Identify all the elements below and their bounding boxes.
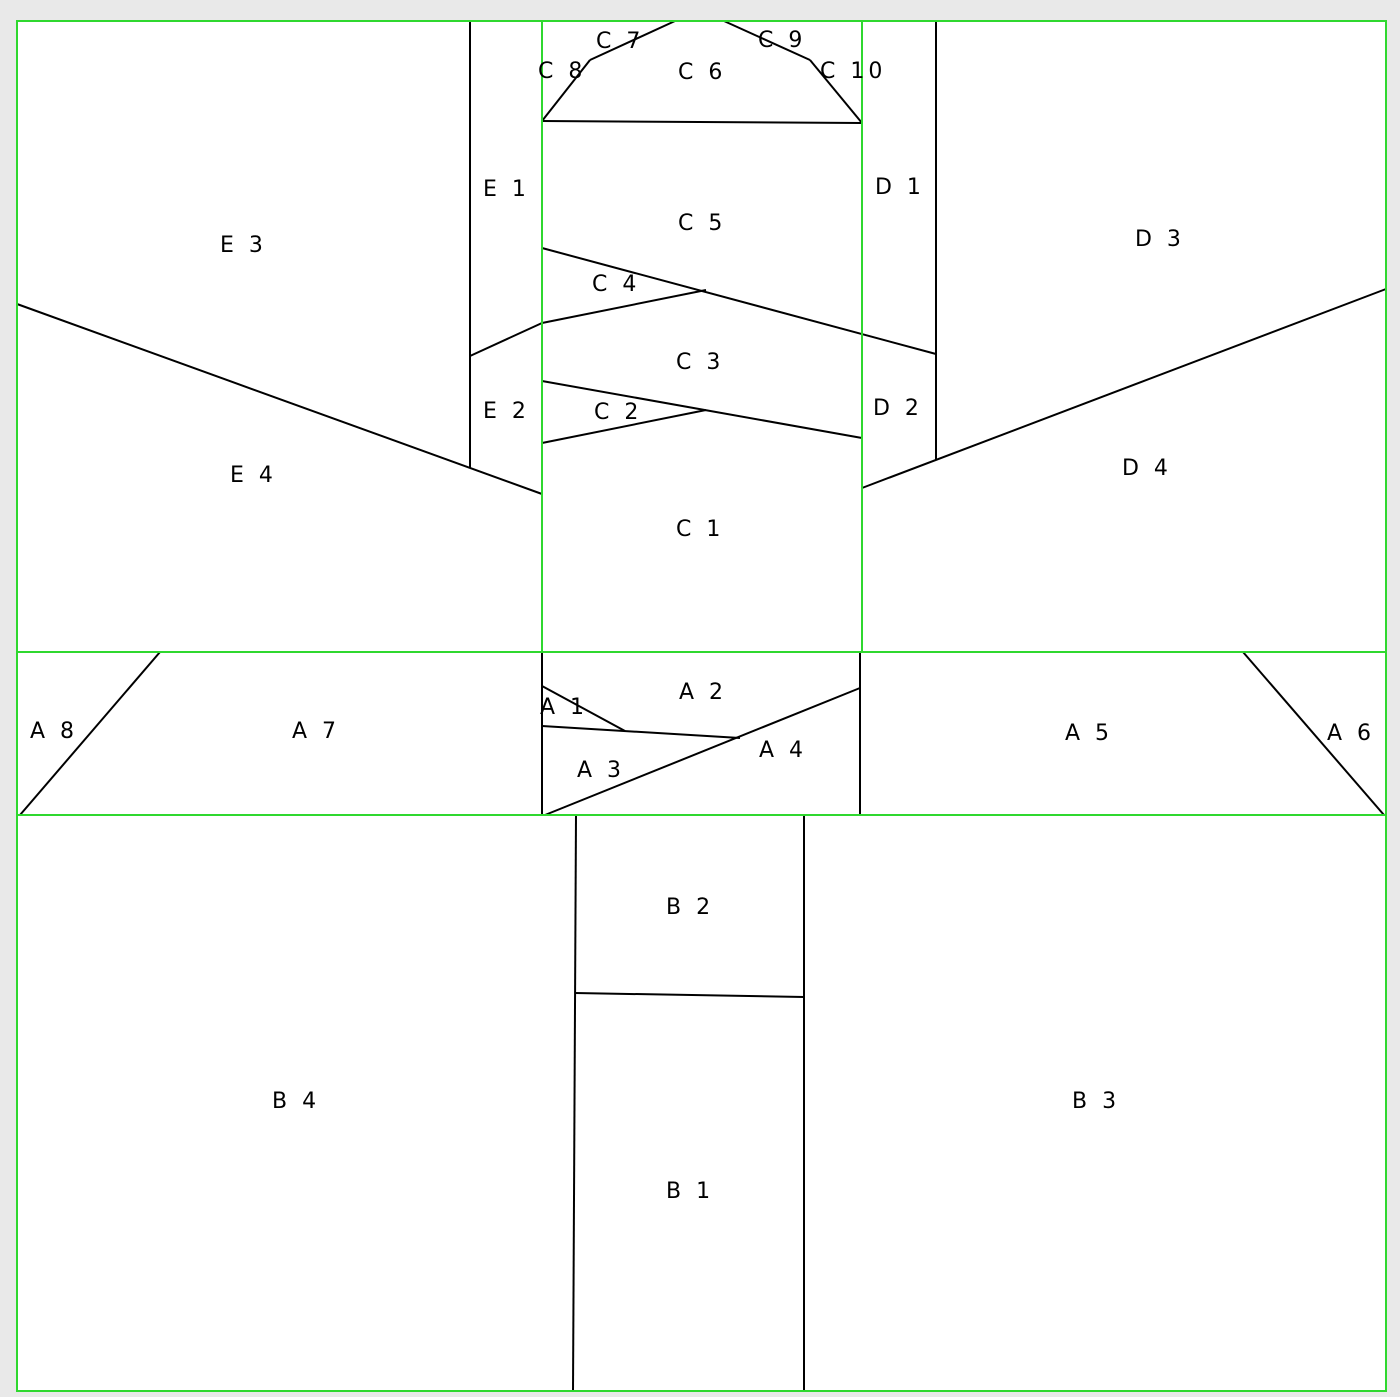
label-d1: D 1: [875, 175, 925, 200]
seam-c5-c4: [541, 247, 937, 355]
seam-a1-a2: [541, 685, 626, 732]
label-c10: C 10: [820, 59, 886, 84]
seam-a5-a6: [1242, 651, 1385, 816]
label-a3: A 3: [577, 758, 625, 783]
label-a6: A 6: [1327, 721, 1375, 746]
section-borders: [16, 20, 1387, 1392]
label-e1: E 1: [483, 177, 530, 202]
label-c2: C 2: [594, 400, 642, 425]
label-d4: D 4: [1122, 456, 1172, 481]
label-a8: A 8: [30, 719, 78, 744]
label-c1: C 1: [676, 517, 724, 542]
label-c9: C 9: [758, 28, 806, 53]
label-d2: D 2: [873, 396, 923, 421]
label-c6: C 6: [678, 60, 726, 85]
label-e4: E 4: [230, 463, 277, 488]
seam-e1-e2: [469, 322, 543, 357]
label-e2: E 2: [483, 399, 530, 424]
piece-labels: E 3 E 1 E 2 E 4 C 8 C 7 C 6 C 9 C 10 C 5…: [30, 28, 1375, 1204]
seam-a1-a3: [541, 725, 741, 739]
label-c3: C 3: [676, 350, 724, 375]
seam-lines: [16, 20, 1387, 1392]
seam-c9-c6: [723, 20, 811, 61]
seam-c8-c7: [541, 59, 591, 122]
label-a1: A 1: [540, 695, 588, 720]
outer-border: [16, 20, 1387, 1392]
drawing-surface: [17, 21, 1386, 1391]
seam-c2-c1: [541, 409, 707, 444]
label-b2: B 2: [666, 895, 714, 920]
seam-c10-c9: [809, 59, 863, 124]
label-a4: A 4: [759, 738, 807, 763]
label-c8: C 8: [538, 59, 586, 84]
label-b4: B 4: [272, 1089, 320, 1114]
seam-c4-c3: [541, 289, 707, 324]
seam-a3-a4: [544, 687, 861, 816]
seam-a8-a7: [19, 651, 161, 816]
label-a2: A 2: [679, 680, 727, 705]
label-c4: C 4: [592, 272, 640, 297]
seam-c6-c5: [541, 120, 863, 124]
label-c7: C 7: [596, 29, 644, 54]
label-a5: A 5: [1065, 721, 1113, 746]
label-b3: B 3: [1072, 1089, 1120, 1114]
label-e3: E 3: [220, 233, 267, 258]
seam-c3-c2: [541, 380, 863, 439]
label-b1: B 1: [666, 1179, 714, 1204]
label-c5: C 5: [678, 211, 726, 236]
seam-b2-b1: [574, 992, 805, 998]
seam-b-left: [572, 814, 577, 1392]
seam-c7-c6: [589, 20, 676, 61]
label-a7: A 7: [292, 719, 340, 744]
seam-d3-d4: [861, 288, 1387, 489]
label-d3: D 3: [1135, 227, 1185, 252]
seam-e3-e4: [16, 303, 543, 495]
